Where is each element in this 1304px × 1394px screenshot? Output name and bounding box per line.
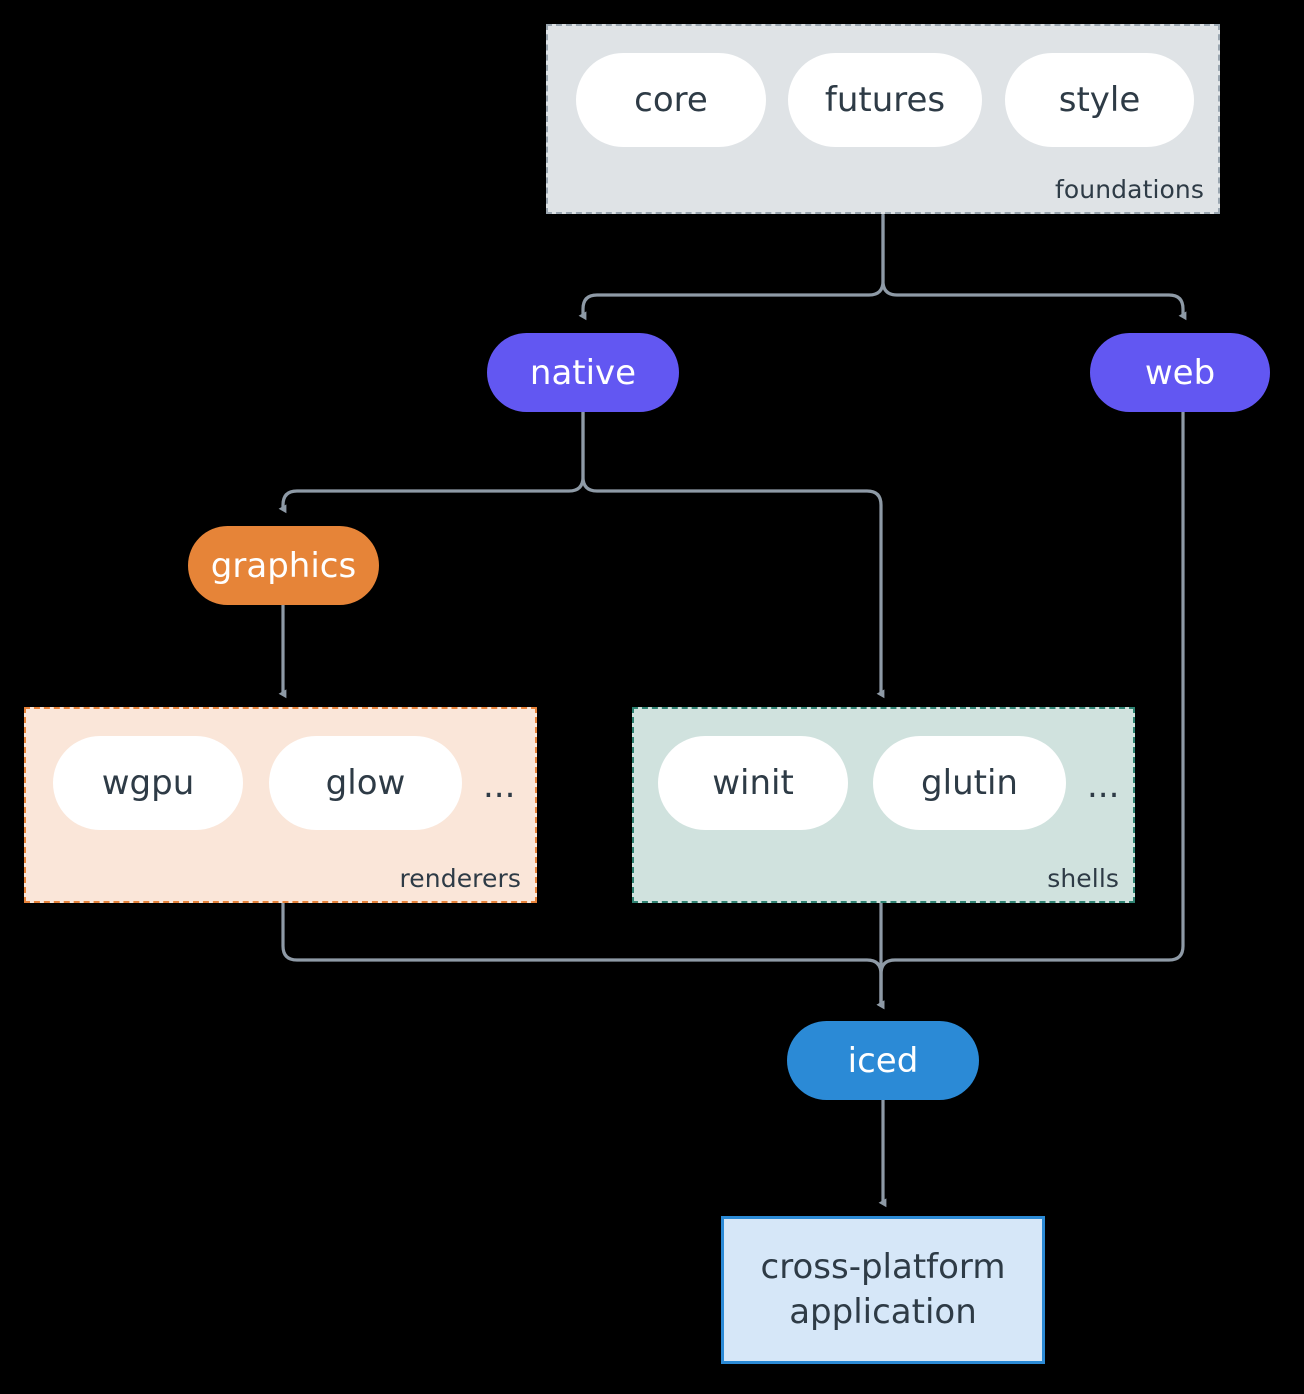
group-shells-label: shells — [1047, 864, 1119, 893]
pill-glutin-label: glutin — [921, 763, 1018, 803]
edge-native-shells — [581, 410, 885, 699]
pill-glutin[interactable]: glutin — [873, 736, 1066, 830]
pill-style-label: style — [1058, 80, 1141, 120]
node-graphics[interactable]: graphics — [188, 526, 379, 605]
pill-wgpu-label: wgpu — [101, 763, 195, 803]
shells-overflow-ellipsis: ... — [1087, 766, 1120, 806]
node-native[interactable]: native — [487, 333, 679, 412]
node-iced[interactable]: iced — [787, 1021, 979, 1100]
edge-native-graphics — [278, 410, 585, 514]
pill-winit-label: winit — [712, 763, 794, 803]
pill-futures-label: futures — [824, 80, 946, 120]
pill-style[interactable]: style — [1005, 53, 1194, 147]
pill-futures[interactable]: futures — [788, 53, 982, 147]
group-renderers-label: renderers — [399, 864, 521, 893]
pill-winit[interactable]: winit — [658, 736, 848, 830]
renderers-overflow-ellipsis: ... — [483, 766, 516, 806]
group-foundations: core futures style foundations — [546, 24, 1220, 214]
application-line-2: application — [789, 1292, 977, 1332]
node-web[interactable]: web — [1090, 333, 1270, 412]
pill-core[interactable]: core — [576, 53, 766, 147]
group-shells: winit glutin ... shells — [632, 707, 1135, 903]
group-foundations-label: foundations — [1055, 175, 1204, 204]
pill-glow-label: glow — [325, 763, 406, 803]
node-web-label: web — [1144, 352, 1216, 393]
pill-glow[interactable]: glow — [269, 736, 462, 830]
edge-foundations-web — [881, 213, 1187, 321]
node-iced-label: iced — [847, 1040, 919, 1081]
node-native-label: native — [529, 352, 637, 393]
node-cross-platform-application[interactable]: cross-platform application — [721, 1216, 1045, 1364]
edge-renderers-iced — [281, 901, 885, 1010]
group-renderers: wgpu glow ... renderers — [24, 707, 537, 903]
pill-core-label: core — [634, 80, 708, 120]
edge-web-iced — [876, 410, 1185, 1010]
application-line-1: cross-platform — [760, 1247, 1006, 1288]
edge-foundations-native — [578, 213, 885, 321]
pill-wgpu[interactable]: wgpu — [53, 736, 243, 830]
node-graphics-label: graphics — [210, 545, 357, 586]
